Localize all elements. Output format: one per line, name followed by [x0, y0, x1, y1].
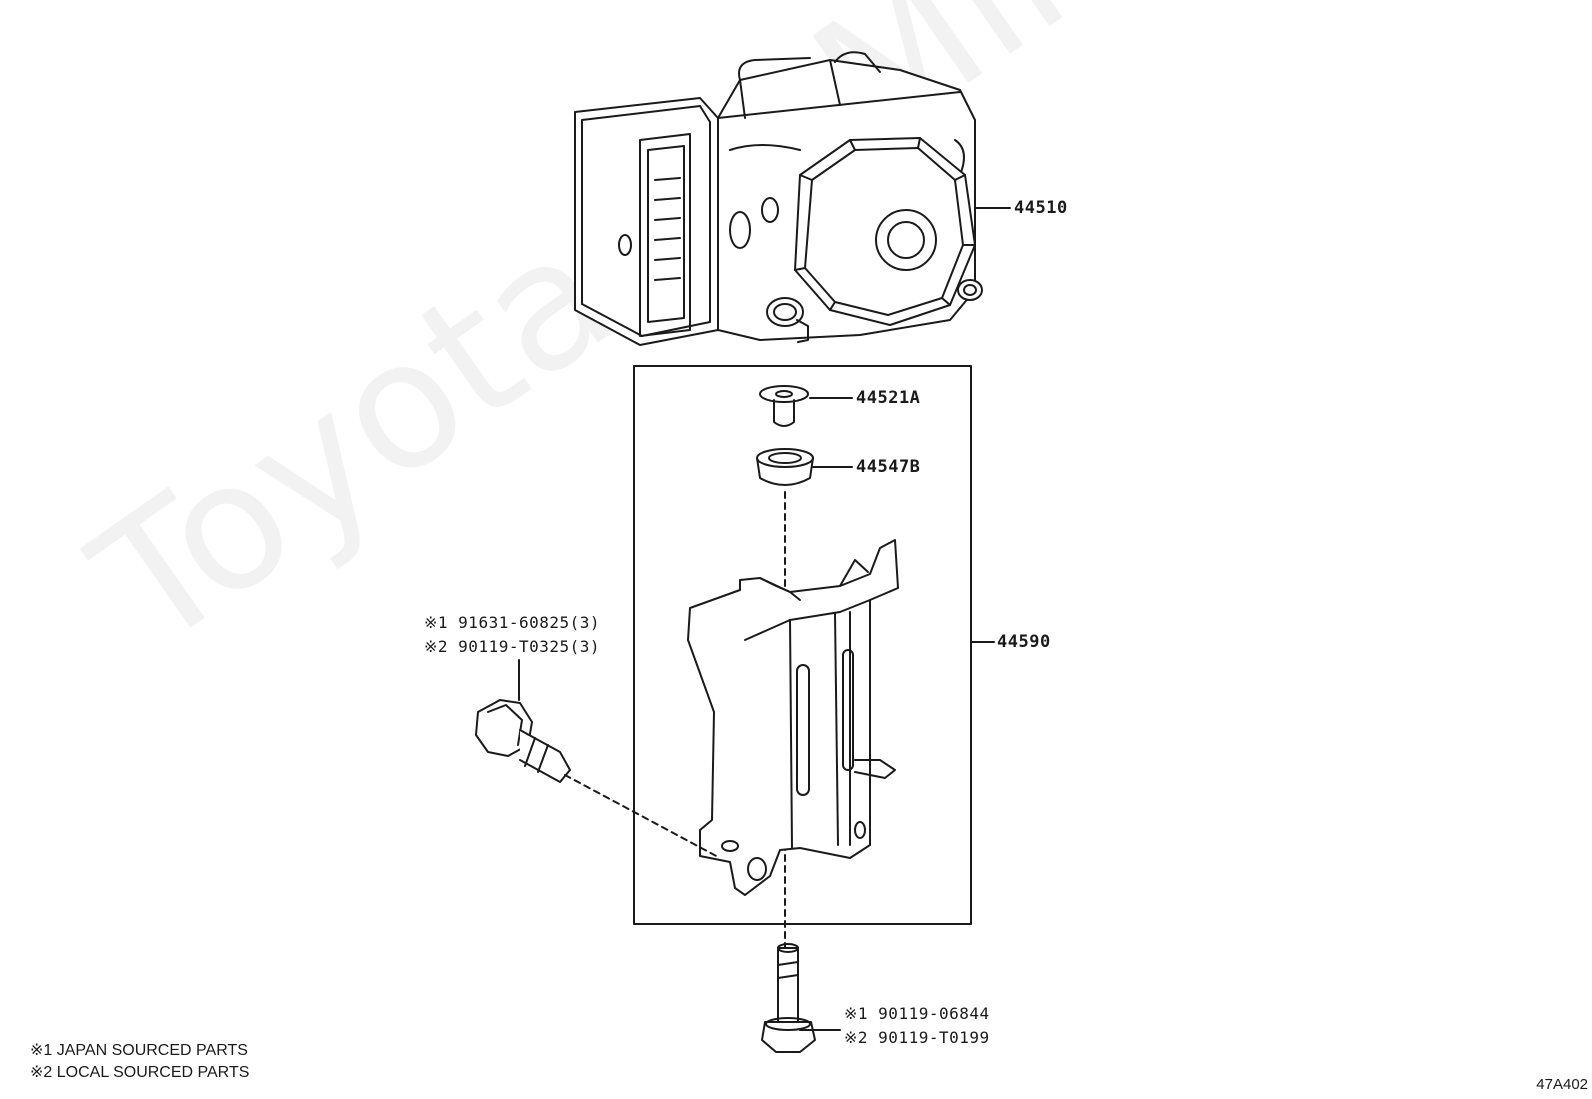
grommet-44547b-drawing	[756, 448, 814, 486]
callout-side-bolt-local: ※2 90119-T0325(3)	[424, 637, 601, 656]
callout-44521a: 44521A	[856, 388, 921, 408]
bracket-44590-drawing	[687, 539, 899, 896]
callout-bottom-bolt-japan: ※1 90119-06844	[844, 1004, 990, 1023]
grommet-44521a-drawing	[759, 385, 809, 427]
bottom-bolt-drawing	[761, 943, 816, 1053]
callout-44547b: 44547B	[856, 457, 921, 477]
note-japan-sourced: ※1 JAPAN SOURCED PARTS	[30, 1042, 248, 1059]
callout-44510: 44510	[1014, 198, 1068, 218]
bracket-assembly-frame	[633, 365, 972, 925]
note-local-sourced: ※2 LOCAL SOURCED PARTS	[30, 1064, 250, 1081]
callout-44590: 44590	[997, 632, 1051, 652]
callout-bottom-bolt-local: ※2 90119-T0199	[844, 1028, 990, 1047]
figure-code: 47A402	[1536, 1076, 1588, 1093]
abs-actuator-drawing	[574, 51, 983, 346]
side-bolt-drawing	[475, 699, 571, 783]
callout-side-bolt-japan: ※1 91631-60825(3)	[424, 613, 601, 632]
